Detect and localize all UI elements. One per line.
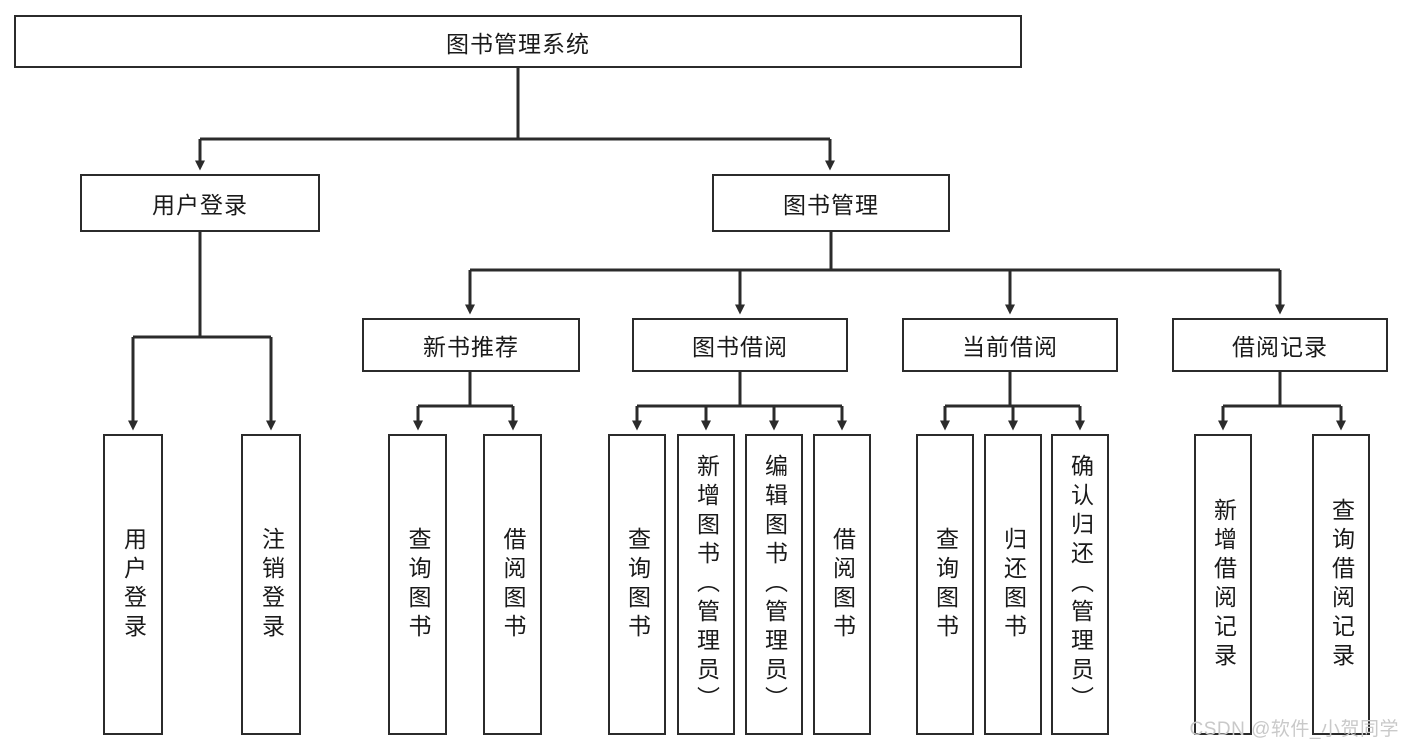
node-borrow-records[interactable]: 借阅记录 — [1172, 318, 1388, 372]
node-user-login[interactable]: 用户登录 — [80, 174, 320, 232]
node-leaf-return-book[interactable]: 归还图书 — [984, 434, 1042, 735]
node-book-borrow[interactable]: 图书借阅 — [632, 318, 848, 372]
node-leaf-query-book-bor-label: 查询图书 — [624, 526, 651, 643]
node-leaf-edit-book-label: 编辑图书（管理员） — [761, 454, 788, 715]
node-leaf-query-book-rec-label: 查询图书 — [405, 526, 431, 643]
node-borrow-records-label: 借阅记录 — [1232, 334, 1328, 360]
node-leaf-borrow-book-bor[interactable]: 借阅图书 — [813, 434, 871, 735]
node-leaf-query-record[interactable]: 查询借阅记录 — [1312, 434, 1370, 735]
node-leaf-user-login[interactable]: 用户登录 — [103, 434, 163, 735]
node-leaf-edit-book[interactable]: 编辑图书（管理员） — [745, 434, 803, 735]
node-new-book-recommend[interactable]: 新书推荐 — [362, 318, 580, 372]
node-leaf-query-book-rec[interactable]: 查询图书 — [388, 434, 447, 735]
node-leaf-query-book-cur-label: 查询图书 — [932, 526, 959, 643]
node-book-management-label: 图书管理 — [783, 192, 879, 218]
node-leaf-confirm-return-label: 确认归还（管理员） — [1067, 454, 1094, 715]
node-current-borrow-label: 当前借阅 — [962, 334, 1058, 360]
node-leaf-borrow-book-bor-label: 借阅图书 — [829, 526, 856, 643]
node-leaf-add-book-label: 新增图书（管理员） — [693, 454, 720, 715]
node-book-management[interactable]: 图书管理 — [712, 174, 950, 232]
node-leaf-logout-label: 注销登录 — [258, 526, 285, 643]
node-leaf-query-record-label: 查询借阅记录 — [1328, 497, 1355, 672]
node-leaf-query-book-bor[interactable]: 查询图书 — [608, 434, 666, 735]
node-leaf-add-record-label: 新增借阅记录 — [1210, 497, 1237, 672]
node-book-borrow-label: 图书借阅 — [692, 334, 788, 360]
node-current-borrow[interactable]: 当前借阅 — [902, 318, 1118, 372]
node-new-book-recommend-label: 新书推荐 — [423, 334, 519, 360]
node-user-login-label: 用户登录 — [152, 192, 248, 218]
node-leaf-add-record[interactable]: 新增借阅记录 — [1194, 434, 1252, 735]
node-leaf-borrow-book-rec[interactable]: 借阅图书 — [483, 434, 542, 735]
node-root-label: 图书管理系统 — [446, 30, 590, 57]
node-leaf-add-book[interactable]: 新增图书（管理员） — [677, 434, 735, 735]
node-leaf-query-book-cur[interactable]: 查询图书 — [916, 434, 974, 735]
node-root[interactable]: 图书管理系统 — [14, 15, 1022, 68]
node-leaf-logout[interactable]: 注销登录 — [241, 434, 301, 735]
node-leaf-confirm-return[interactable]: 确认归还（管理员） — [1051, 434, 1109, 735]
node-leaf-user-login-label: 用户登录 — [120, 526, 147, 643]
node-leaf-borrow-book-rec-label: 借阅图书 — [500, 526, 526, 643]
csdn-watermark: CSDN @软件_小贺同学 — [1189, 719, 1399, 740]
node-leaf-return-book-label: 归还图书 — [1000, 526, 1027, 643]
